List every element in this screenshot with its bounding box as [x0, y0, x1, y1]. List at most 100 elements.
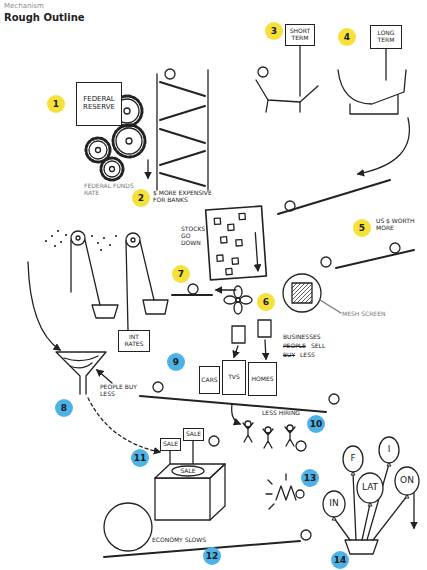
gear-hub — [126, 138, 132, 144]
big-ball — [104, 503, 152, 551]
string — [140, 241, 154, 300]
dot — [65, 234, 67, 236]
support — [266, 100, 300, 112]
string — [70, 240, 71, 292]
annotation: BUSINESSES — [283, 334, 321, 341]
ramp — [104, 541, 300, 557]
arrow — [265, 340, 266, 359]
ball — [321, 257, 331, 267]
annotation: PEOPLE BUY LESS — [100, 384, 140, 398]
callout-number: 7 — [172, 265, 190, 283]
callout-number: 6 — [257, 293, 275, 311]
ramp — [160, 173, 205, 186]
annotation: LESS HIRING — [262, 410, 300, 417]
balloon-knot — [368, 503, 372, 506]
paper — [258, 320, 271, 337]
callout-number: 13 — [301, 469, 319, 487]
gear — [104, 161, 120, 177]
support — [350, 95, 398, 114]
agency-box: FEDERAL RESERVE — [76, 82, 122, 126]
callout-number: 1 — [47, 95, 65, 113]
pole — [385, 49, 386, 80]
spring — [276, 486, 296, 500]
ellipse-shape — [323, 491, 345, 517]
ball — [296, 441, 306, 451]
ramp — [256, 80, 318, 102]
balloon-knot — [332, 517, 336, 520]
burst — [266, 474, 286, 509]
pulley-hub — [131, 238, 135, 242]
pole — [299, 46, 300, 96]
board — [206, 206, 267, 280]
arrow — [358, 118, 409, 174]
crate — [155, 478, 210, 520]
balloon-knot — [351, 472, 355, 475]
fan-blade — [234, 286, 242, 298]
ellipse-shape — [379, 437, 399, 463]
leader-line — [320, 300, 341, 313]
dot — [51, 235, 53, 237]
gear-hub — [110, 167, 115, 172]
ball — [188, 284, 198, 294]
mesh-ring — [283, 274, 321, 312]
stock — [226, 268, 232, 274]
balloon: ON — [394, 466, 420, 496]
node-text: INT RATES — [119, 334, 149, 347]
stock — [221, 237, 227, 243]
string — [85, 240, 100, 305]
node-text: CARS — [201, 377, 217, 384]
callout-number: 3 — [265, 22, 283, 40]
gear-hub — [96, 148, 101, 153]
stock-board — [206, 206, 267, 280]
balloon-knot — [387, 463, 391, 466]
ball — [153, 382, 163, 392]
node-text: LAT — [362, 483, 378, 493]
node-text: SHORT TERM — [286, 28, 314, 41]
arrow — [88, 398, 160, 452]
annotation: ECONOMY SLOWS — [152, 537, 206, 544]
dot — [115, 235, 117, 237]
stock — [232, 258, 238, 264]
dot — [97, 242, 99, 244]
gear-teeth — [113, 125, 145, 157]
ellipse-shape — [395, 467, 419, 495]
arrow — [28, 262, 60, 350]
sketch — [28, 46, 414, 557]
balloon: I — [378, 436, 400, 464]
string — [353, 473, 356, 540]
ball — [258, 67, 268, 77]
annotation: SELL — [311, 343, 325, 350]
flag-sign: LONG TERM — [370, 25, 402, 49]
callout-number: 4 — [338, 28, 356, 46]
node-text: IN — [329, 499, 338, 509]
gear — [116, 128, 142, 154]
body — [263, 429, 273, 448]
stock — [236, 240, 242, 246]
annotation: BUY — [283, 352, 295, 359]
callout-number: 12 — [203, 547, 221, 565]
funnel — [56, 352, 106, 394]
body — [285, 427, 295, 446]
callout-number: 5 — [353, 219, 371, 237]
node-text: FEDERAL RESERVE — [77, 96, 121, 111]
crate-top — [155, 464, 225, 478]
ball — [296, 490, 304, 498]
sale-sign: SALE — [183, 428, 204, 441]
fan-blade — [224, 296, 236, 304]
balloon: F — [342, 445, 364, 473]
ramp — [160, 151, 205, 165]
stock — [217, 255, 223, 261]
basket — [345, 540, 378, 554]
shop-box: HOMES — [248, 362, 277, 396]
balloon: IN — [322, 490, 346, 518]
rail — [156, 74, 157, 190]
arrow — [147, 160, 148, 178]
sale-badge: SALE — [171, 465, 205, 477]
arrow — [255, 233, 258, 271]
ball — [285, 201, 295, 211]
stock — [228, 224, 234, 230]
weight-box: INT RATES — [118, 330, 150, 352]
arrow — [216, 289, 236, 290]
callout-number: 9 — [167, 353, 185, 371]
